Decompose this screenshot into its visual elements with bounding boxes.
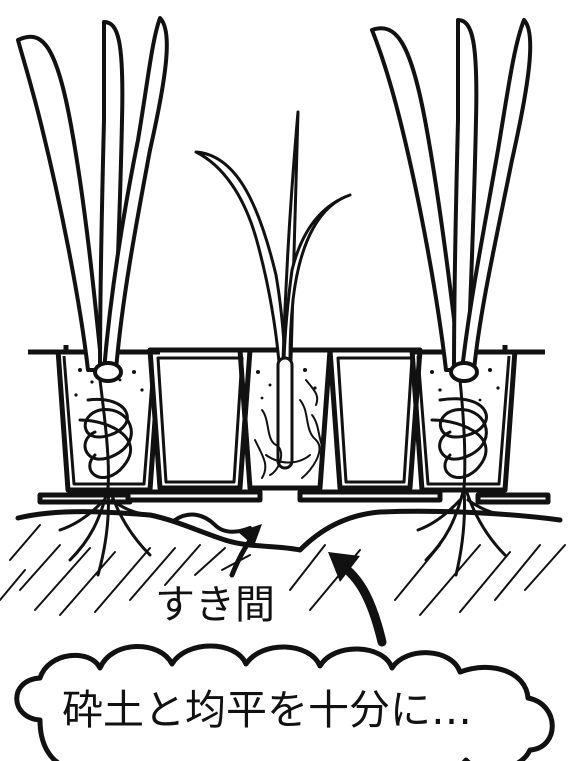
seedling-right [372, 20, 530, 381]
seedling-left [18, 18, 167, 381]
gap-arrow-large [345, 568, 382, 642]
bubble-message: 砕土と均平を十分に… [62, 686, 472, 734]
gap-label: すき間 [155, 582, 275, 628]
soil-ground [0, 511, 565, 615]
roots-right [418, 380, 510, 575]
